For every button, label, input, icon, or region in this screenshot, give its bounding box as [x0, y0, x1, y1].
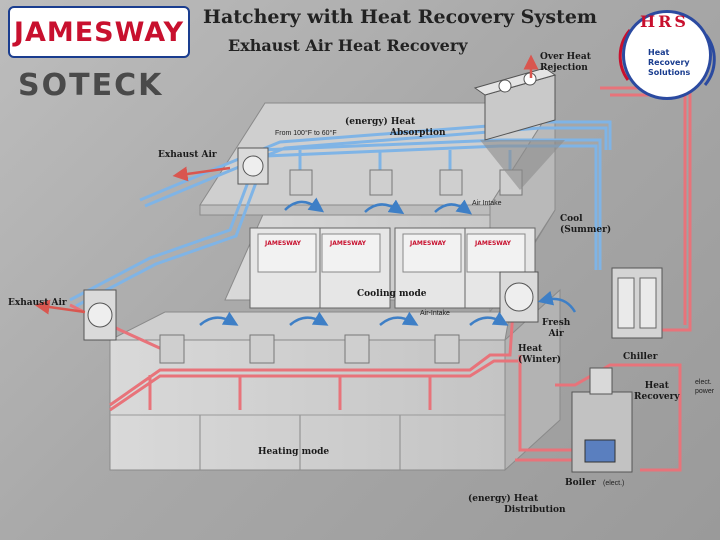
panel-brand-label: JAMESWAY	[410, 240, 447, 247]
air-intake-bottom-label: Air-Intake	[420, 310, 450, 317]
page-title: Hatchery with Heat Recovery System	[203, 6, 598, 28]
setter-cabinets	[249, 227, 536, 309]
boiler-label: Boiler	[565, 478, 596, 488]
chiller-icon	[611, 267, 663, 339]
panel-brand-label: JAMESWAY	[475, 240, 512, 247]
soteck-logo: SOTECK	[18, 68, 164, 103]
page-subtitle: Exhaust Air Heat Recovery	[228, 36, 468, 55]
cool-summer-label: Cool(Summer)	[560, 214, 612, 235]
air-intake-top-label: Air Intake	[472, 200, 502, 207]
boiler-elect-label: (elect.)	[603, 480, 625, 487]
exhaust-air-top-label: Exhaust Air	[158, 150, 217, 160]
fresh-air-fan-icon	[499, 271, 539, 323]
temperature-range-label: From 100°F to 60°F	[275, 130, 337, 137]
lower-diffusers	[159, 334, 460, 364]
jamesway-logo: JAMESWAY	[8, 6, 190, 58]
exhaust-air-left-label: Exhaust Air	[8, 298, 67, 308]
heat-distribution-label: (energy) Heat Distribution	[468, 494, 566, 515]
airflow-arrows	[34, 54, 577, 326]
heat-absorption-label: (energy) Heat Absorption	[345, 117, 446, 138]
panel-brand-label: JAMESWAY	[330, 240, 367, 247]
elect-power-label: elect.power	[695, 379, 715, 395]
exhaust-fan-left-icon	[83, 289, 117, 341]
chiller-label: Chiller	[623, 352, 658, 362]
hrs-logo	[622, 10, 712, 100]
heating-mode-label: Heating mode	[258, 447, 330, 457]
cooling-mode-label: Cooling mode	[357, 289, 427, 299]
exhaust-fan-top-icon	[237, 147, 269, 185]
hrs-logo-letters: HRS	[640, 12, 689, 31]
upper-diffusers	[289, 169, 523, 196]
heat-winter-label: Heat(Winter)	[518, 344, 562, 365]
hrs-logo-text: Heat Recovery Solutions	[648, 48, 691, 77]
rooftop-condenser-icon	[473, 67, 565, 190]
panel-brand-label: JAMESWAY	[265, 240, 302, 247]
boiler-icon	[571, 367, 633, 473]
hot-pipes	[69, 86, 692, 472]
jamesway-logo-text: JAMESWAY	[13, 16, 185, 48]
